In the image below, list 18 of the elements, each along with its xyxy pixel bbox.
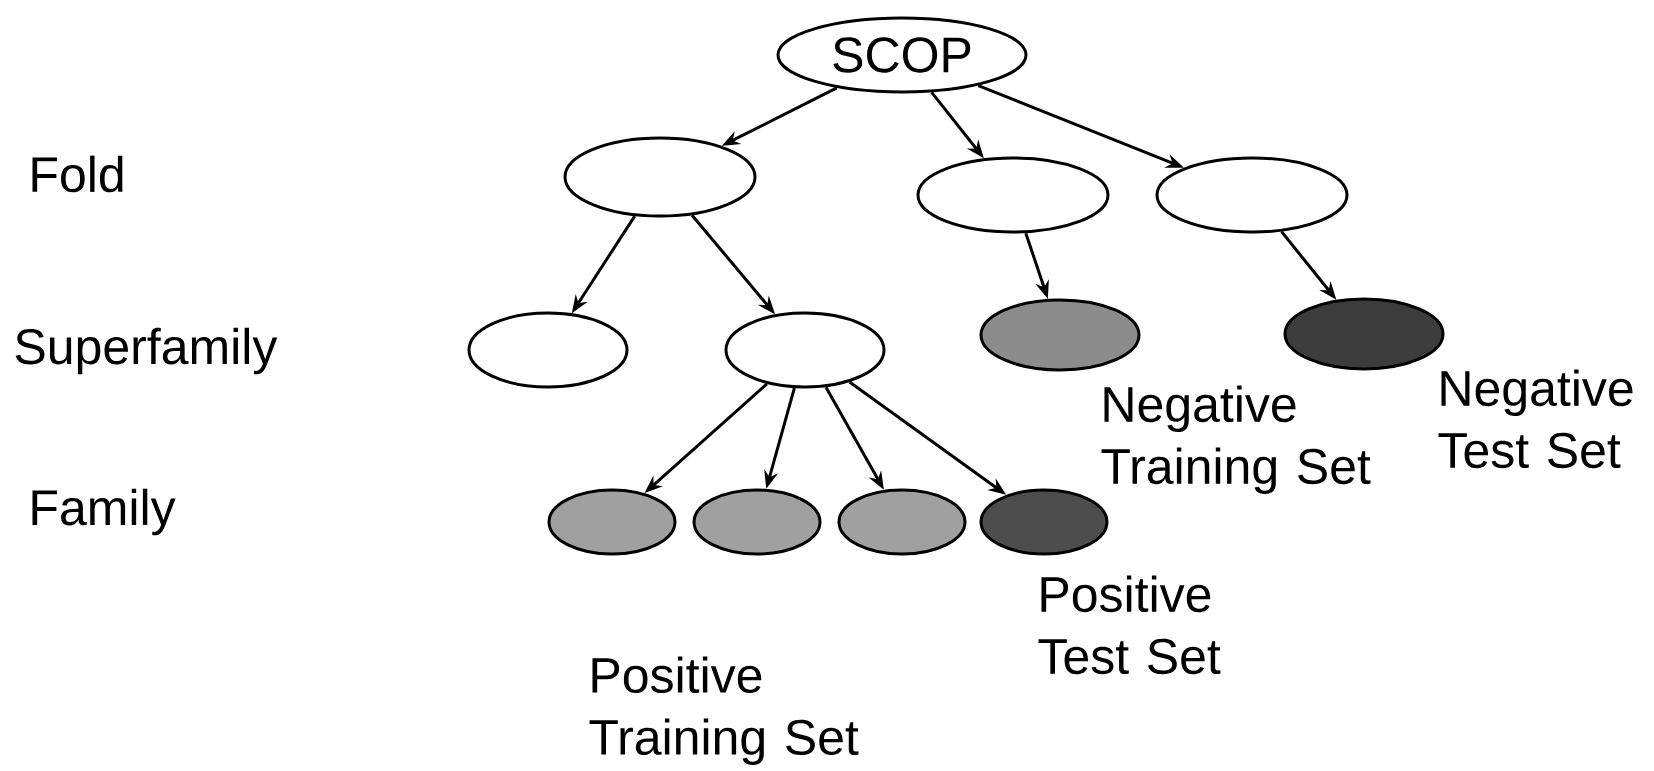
empty-ellipse: [724, 311, 886, 389]
empty-ellipse: [979, 298, 1141, 372]
empty-ellipse: [563, 136, 757, 218]
level-label: Positive Training Set: [589, 656, 859, 765]
ellipse-node: SCOP: [776, 16, 1028, 94]
empty-ellipse: [837, 488, 967, 556]
level-label: Family: [32, 488, 176, 536]
node-caption: Positive Test Set: [1038, 575, 1221, 675]
empty-ellipse: [547, 488, 677, 556]
node-caption: Negative Test Set: [1438, 369, 1633, 469]
level-label: Fold: [32, 155, 123, 193]
empty-ellipse: [467, 311, 629, 389]
empty-ellipse: [692, 488, 822, 556]
empty-ellipse: [1283, 297, 1445, 371]
node-caption: Negative Training Set: [1101, 385, 1371, 494]
level-label: Superfamily: [15, 327, 278, 375]
empty-ellipse: [1155, 156, 1349, 234]
empty-ellipse: [916, 156, 1110, 234]
